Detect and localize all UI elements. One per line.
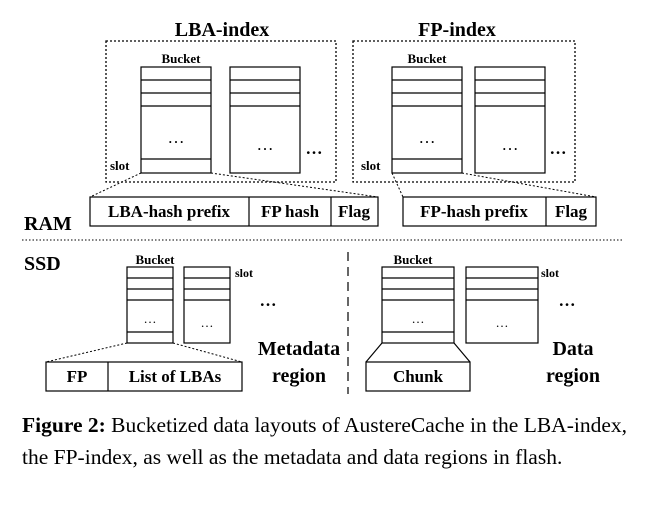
diagram: LBA-index Bucket … … … slot LBA-hash pre… bbox=[22, 19, 622, 394]
metadata-slot-fields bbox=[45, 361, 243, 392]
data-slot-field-box bbox=[365, 361, 471, 392]
fp-bucket-2 bbox=[474, 66, 546, 174]
metadata-bucket-2 bbox=[183, 266, 231, 344]
data-more-buckets: … bbox=[559, 291, 576, 310]
fp-more-buckets: … bbox=[550, 139, 567, 158]
metadata-field-list-of-lbas: List of LBAs bbox=[129, 367, 222, 386]
data-bucket-1-ellipsis: … bbox=[412, 311, 425, 326]
fp-slot-fields bbox=[402, 196, 597, 227]
lba-slot-fields bbox=[89, 196, 379, 227]
metadata-region-label-line2: region bbox=[272, 365, 326, 387]
lba-field-hash-prefix: LBA-hash prefix bbox=[108, 202, 231, 221]
fp-bucket-2-ellipsis: … bbox=[502, 135, 519, 154]
data-bucket-1 bbox=[381, 266, 455, 344]
metadata-more-buckets: … bbox=[260, 291, 277, 310]
lba-bucket-2 bbox=[229, 66, 301, 174]
metadata-region-label-line1: Metadata bbox=[258, 338, 340, 360]
data-slot-expansion-lines bbox=[365, 342, 471, 363]
fp-index-container bbox=[352, 40, 576, 183]
lba-field-fp-hash: FP hash bbox=[261, 202, 320, 221]
metadata-field-fp: FP bbox=[67, 367, 88, 386]
lba-more-buckets: … bbox=[306, 139, 323, 158]
lba-bucket-label: Bucket bbox=[162, 51, 202, 66]
ram-label: RAM bbox=[24, 213, 72, 235]
fp-field-hash-prefix: FP-hash prefix bbox=[420, 202, 528, 221]
data-region-label-line1: Data bbox=[552, 338, 593, 360]
lba-bucket-2-ellipsis: … bbox=[257, 135, 274, 154]
lba-bucket-1-ellipsis: … bbox=[168, 128, 185, 147]
metadata-bucket-2-ellipsis: … bbox=[201, 315, 214, 330]
fp-bucket-1-ellipsis: … bbox=[419, 128, 436, 147]
fp-bucket-label: Bucket bbox=[408, 51, 448, 66]
caption-text: Bucketized data layouts of AustereCache … bbox=[22, 413, 628, 469]
figure-caption: Figure 2: Bucketized data layouts of Aus… bbox=[22, 409, 634, 473]
data-field-chunk: Chunk bbox=[393, 367, 444, 386]
data-region-label-line2: region bbox=[546, 365, 600, 387]
data-slot-label: slot bbox=[541, 266, 559, 280]
data-bucket-label: Bucket bbox=[394, 252, 434, 267]
data-bucket-2 bbox=[465, 266, 539, 344]
fp-index-title: FP-index bbox=[418, 19, 496, 41]
lba-index-container bbox=[105, 40, 337, 183]
metadata-bucket-1-ellipsis: … bbox=[144, 311, 157, 326]
data-bucket-2-ellipsis: … bbox=[496, 315, 509, 330]
lba-field-flag: Flag bbox=[338, 202, 371, 221]
metadata-slot-label: slot bbox=[235, 266, 253, 280]
lba-bucket-1 bbox=[140, 66, 212, 174]
metadata-bucket-1 bbox=[126, 266, 174, 344]
caption-label: Figure 2: bbox=[22, 413, 106, 437]
fp-slot-label: slot bbox=[361, 158, 381, 173]
lba-slot-expansion-lines bbox=[89, 172, 379, 198]
metadata-slot-expansion-lines bbox=[45, 342, 243, 363]
fp-slot-expansion-lines bbox=[391, 172, 597, 198]
fp-bucket-1 bbox=[391, 66, 463, 174]
fp-field-flag: Flag bbox=[555, 202, 588, 221]
metadata-bucket-label: Bucket bbox=[136, 252, 176, 267]
ssd-label: SSD bbox=[24, 253, 61, 275]
lba-slot-label: slot bbox=[110, 158, 130, 173]
lba-index-title: LBA-index bbox=[175, 19, 269, 41]
